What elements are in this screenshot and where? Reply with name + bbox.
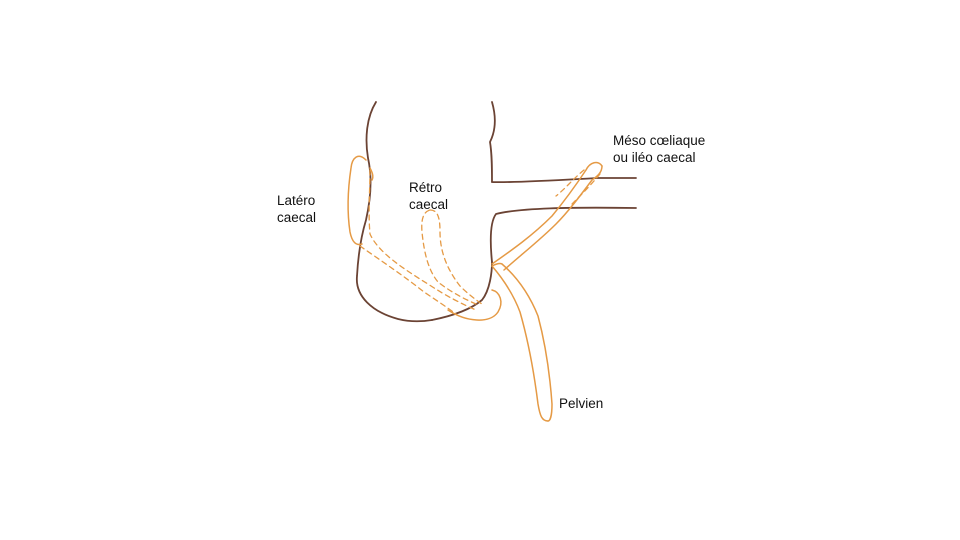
label-latero-line2: caecal [277,210,317,225]
label-pelvien-line1: Pelvien [559,396,604,411]
pelvic-appendix-right [501,263,553,422]
meso-coeliac-appendix-upper [491,161,603,265]
latero-caecal-appendix-inner [369,167,374,181]
retro-caecal-appendix-right [429,209,483,305]
meso-coeliac-hidden-upper [555,169,585,197]
caecum-bottom-wall [431,261,493,321]
label-meso-line2: ou iléo caecal [613,150,696,165]
meso-coeliac-hidden-lower [569,173,601,207]
label-retro-line2: caecal [409,197,449,212]
label-retro-caecal: Rétro caecal [409,179,448,213]
latero-caecal-hidden-outer [368,169,477,311]
label-pelvien: Pelvien [559,395,603,412]
label-meso-coeliac: Méso cœliaque ou iléo caecal [613,132,705,166]
ileum-lower-wall [489,206,637,263]
label-latero-caecal: Latéro caecal [277,192,316,226]
latero-caecal-hidden-inner [359,245,457,315]
pelvic-appendix-root [491,262,503,267]
latero-caecal-appendix [347,155,367,246]
pelvic-appendix-left [491,265,549,422]
label-meso-line1: Méso cœliaque [613,133,706,148]
caecum-left-wall [356,101,433,323]
ileum-upper-wall [491,177,637,184]
meso-coeliac-appendix-lower [503,165,603,271]
retro-caecal-appendix-left [421,209,477,305]
caecum-right-wall [489,101,496,183]
label-latero-line1: Latéro [277,193,316,208]
appendix-base-curve [447,289,502,321]
label-retro-line1: Rétro [409,180,443,195]
